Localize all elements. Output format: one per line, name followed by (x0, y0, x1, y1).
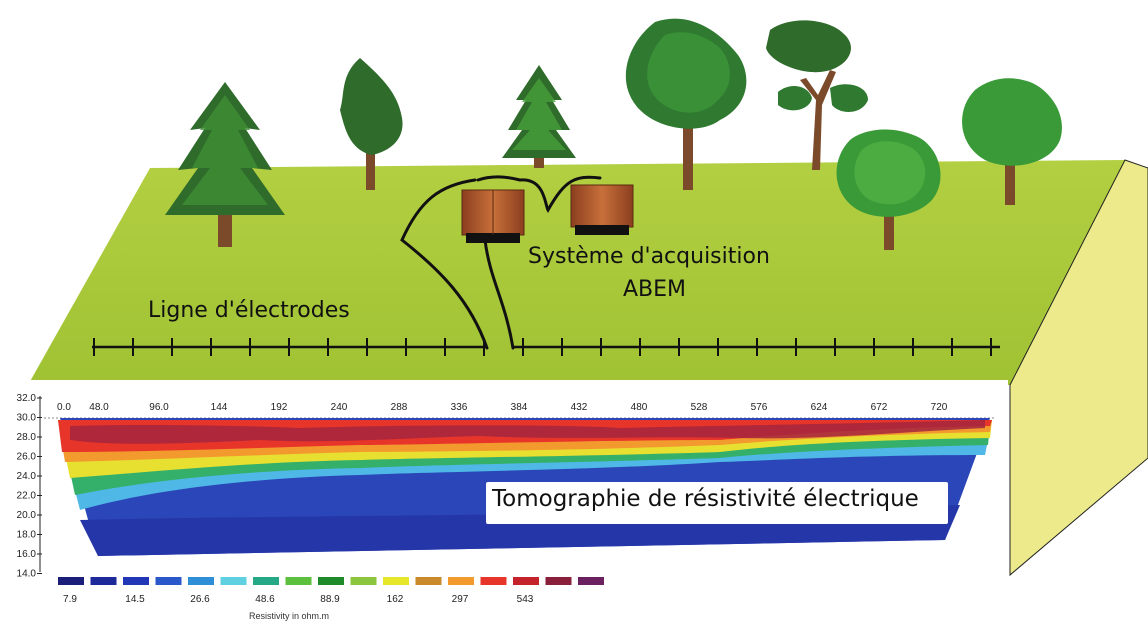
acquisition-unit-right (570, 184, 634, 235)
legend-swatch (578, 577, 604, 585)
x-tick-label: 384 (511, 402, 528, 413)
depth-tick-label: 16.0 (17, 549, 37, 560)
depth-tick-label: 28.0 (17, 432, 37, 443)
legend-value-label: 543 (517, 594, 534, 605)
resistivity-legend: 7.9 14.5 26.6 48.6 88.9 162 297 543 (58, 577, 604, 605)
x-axis-ticks: 0.0 48.0 96.0 144 192 240 288 336 384 432 480 528 57… (57, 402, 948, 413)
block-side (1009, 159, 1148, 577)
legend-swatch (513, 577, 539, 585)
x-tick-label: 576 (751, 402, 768, 413)
x-tick-label: 96.0 (149, 402, 169, 413)
x-tick-label: 0.0 (57, 402, 71, 413)
electrode-line (92, 338, 1000, 356)
legend-value-label: 48.6 (255, 594, 275, 605)
electrode-line-label: Ligne d'électrodes (148, 298, 350, 323)
legend-swatch (90, 577, 117, 585)
x-tick-label: 288 (391, 402, 408, 413)
tree-conifer-center (502, 65, 576, 168)
depth-tick-label: 30.0 (17, 413, 37, 424)
legend-value-label: 7.9 (63, 594, 77, 605)
legend-swatch (448, 577, 474, 585)
legend-swatch (545, 577, 572, 585)
x-tick-label: 720 (931, 402, 948, 413)
ground-surface (28, 160, 1125, 385)
acquisition-system-label: Système d'acquisition (528, 244, 770, 269)
depth-tick-label: 14.0 (17, 569, 37, 580)
x-tick-label: 672 (871, 402, 888, 413)
depth-tick-label: 20.0 (17, 510, 37, 521)
cables (400, 175, 602, 350)
legend-swatch (155, 577, 182, 585)
legend-swatch (480, 577, 507, 585)
x-tick-label: 528 (691, 402, 708, 413)
x-tick-label: 336 (451, 402, 468, 413)
legend-swatch (188, 577, 214, 585)
tree-deciduous-center-right (625, 18, 747, 190)
legend-swatch (415, 577, 442, 585)
x-tick-label: 240 (331, 402, 348, 413)
x-tick-label: 480 (631, 402, 648, 413)
acquisition-system-brand: ABEM (623, 277, 687, 302)
tree-branching-right (766, 20, 868, 170)
legend-swatch (220, 577, 247, 585)
tree-conifer-left (165, 82, 285, 247)
legend-swatch (253, 577, 279, 585)
depth-axis-ticks: 32.0 30.0 28.0 26.0 24.0 22.0 20.0 18.0 16.0 14.0 (17, 393, 42, 580)
legend-unit-caption: Resistivity in ohm.m (249, 611, 330, 621)
x-tick-label: 144 (211, 402, 228, 413)
tomography-panel: 0.0 48.0 96.0 144 192 240 288 336 384 432 480 528 57… (0, 380, 1008, 622)
acquisition-unit-left (461, 189, 525, 243)
tree-far-right (962, 78, 1062, 205)
legend-value-label: 297 (452, 594, 469, 605)
tomography-label-box (486, 482, 948, 524)
legend-value-label: 88.9 (320, 594, 340, 605)
x-tick-label: 48.0 (89, 402, 109, 413)
depth-tick-label: 24.0 (17, 471, 37, 482)
depth-tick-label: 22.0 (17, 491, 37, 502)
depth-tick-label: 26.0 (17, 452, 37, 463)
legend-swatch (123, 577, 149, 585)
legend-value-label: 26.6 (190, 594, 210, 605)
legend-swatch (285, 577, 312, 585)
x-tick-label: 624 (811, 402, 828, 413)
tree-small-left (340, 58, 403, 190)
depth-tick-label: 18.0 (17, 530, 37, 541)
x-tick-label: 192 (271, 402, 288, 413)
tomography-label: Tomographie de résistivité électrique (492, 486, 919, 512)
legend-swatch (383, 577, 409, 585)
legend-value-label: 162 (387, 594, 404, 605)
legend-swatch (58, 577, 84, 585)
legend-swatch (318, 577, 344, 585)
tree-round-right (836, 129, 941, 250)
legend-swatch (350, 577, 377, 585)
band-dark-red (70, 420, 985, 444)
legend-value-label: 14.5 (125, 594, 145, 605)
x-tick-label: 432 (571, 402, 588, 413)
depth-tick-label: 32.0 (17, 393, 37, 404)
